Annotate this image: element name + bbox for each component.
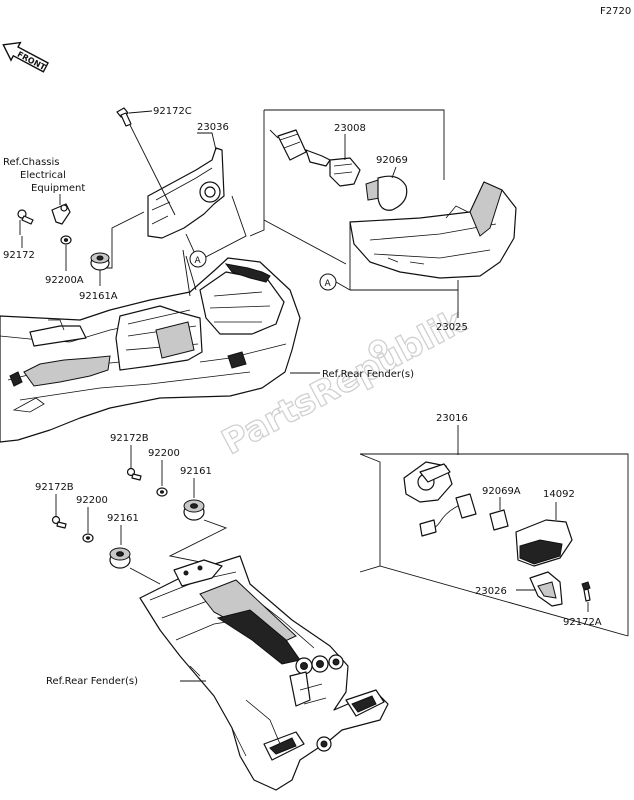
callout-a-left-text: A	[195, 256, 202, 266]
tail-light-23025	[349, 181, 517, 279]
rear-frame	[0, 257, 301, 443]
label-14092: 14092	[543, 489, 575, 500]
label-92172A: 92172A	[563, 617, 602, 628]
ref-rear-fender-bottom: Ref.Rear Fender(s)	[46, 676, 138, 687]
label-92172B-lower: 92172B	[35, 482, 74, 493]
ref-chassis-line-3: Equipment	[31, 183, 85, 194]
rear-fender	[139, 555, 389, 791]
label-92200-upper: 92200	[148, 448, 180, 459]
label-92161-upper: 92161	[180, 466, 212, 477]
bolt-92172B-lower	[51, 515, 67, 529]
washer-92200-upper	[156, 487, 168, 497]
bulb-92069A	[489, 509, 509, 531]
watermark-gear-icon	[368, 339, 388, 359]
label-23016: 23016	[436, 413, 468, 424]
grommet-92161-upper	[183, 499, 205, 521]
label-92161A: 92161A	[79, 291, 118, 302]
front-arrow-icon: FRONT	[2, 41, 49, 73]
label-92069: 92069	[376, 155, 408, 166]
label-23008: 23008	[334, 123, 366, 134]
label-92172B-upper: 92172B	[110, 433, 149, 444]
label-92172C: 92172C	[153, 106, 192, 117]
label-92069A: 92069A	[482, 486, 521, 497]
label-92200-lower: 92200	[76, 495, 108, 506]
lens-14092	[515, 519, 573, 567]
label-92172: 92172	[3, 250, 35, 261]
callout-a-left: A	[189, 250, 207, 268]
label-23026: 23026	[475, 586, 507, 597]
ref-rear-fender-top: Ref.Rear Fender(s)	[322, 369, 414, 380]
socket-23008	[277, 129, 361, 187]
washer-92200A	[60, 235, 72, 245]
label-23036: 23036	[197, 122, 229, 133]
bolt-92172C	[116, 107, 132, 127]
grommet-92161A	[90, 252, 110, 271]
label-23025: 23025	[436, 322, 468, 333]
ref-chassis-line-1: Ref.Chassis	[3, 157, 59, 168]
bracket-23036	[147, 147, 225, 239]
bolt-92172B-upper	[126, 467, 142, 481]
bolt-92172	[17, 209, 34, 225]
bulb-92069	[365, 175, 408, 211]
label-92161-lower: 92161	[107, 513, 139, 524]
grommet-92161-lower	[109, 547, 131, 569]
screw-92172A	[581, 581, 591, 602]
washer-92200-lower	[82, 533, 94, 543]
wiring-clip	[51, 203, 71, 225]
figure-code: F2720	[600, 6, 631, 17]
ref-chassis-line-2: Electrical	[20, 170, 66, 181]
front-label: FRONT	[16, 50, 48, 73]
wire-socket	[419, 493, 477, 537]
callout-a-right-text: A	[325, 279, 332, 289]
label-92200A: 92200A	[45, 275, 84, 286]
callout-a-right: A	[319, 273, 337, 291]
cover-23026	[529, 571, 563, 607]
light-holder	[403, 461, 453, 503]
